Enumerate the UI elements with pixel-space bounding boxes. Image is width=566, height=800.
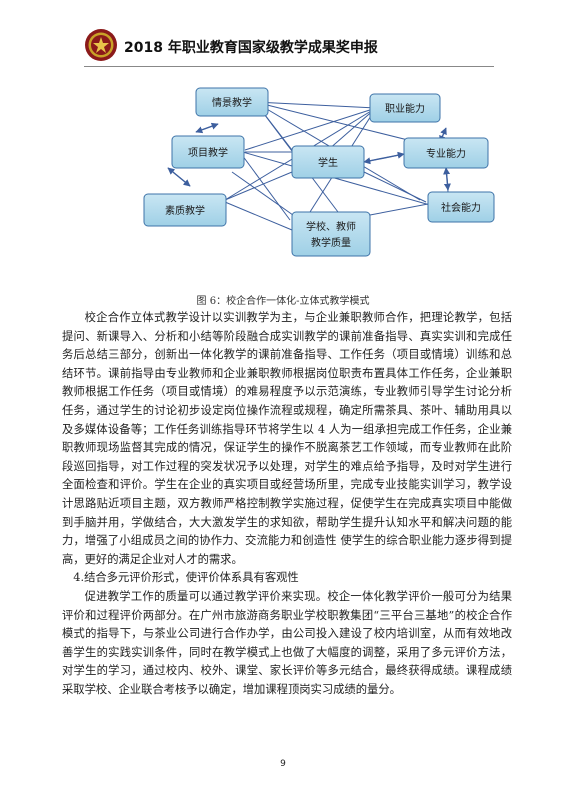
- node-label: 教学质量: [311, 236, 351, 249]
- node-label: 情景教学: [212, 96, 252, 109]
- page-header: 2018 年职业教育国家级教学成果奖申报: [84, 28, 504, 70]
- edge: [231, 171, 301, 221]
- edge: [327, 107, 377, 151]
- node-project-teaching: 项目教学: [171, 135, 245, 169]
- node-quality-teaching: 素质教学: [143, 193, 227, 227]
- body-text: 校企合作立体式教学设计以实训教学为主，与企业兼职教师合作，把理论教学，包括提问、…: [62, 309, 512, 699]
- node-label: 学校、教师: [306, 220, 356, 233]
- node-social-ability: 社会能力: [427, 191, 495, 223]
- node-student: 学生: [291, 145, 365, 179]
- paragraph: 促进教学工作的质量可以通过教学评价来实现。校企一体化教学评价一般可分为结果评价和…: [62, 589, 512, 696]
- diagram-nodes: 情景教学 职业能力 项目教学 学生 专业能力 素质教学: [143, 87, 495, 257]
- node-situational-teaching: 情景教学: [195, 87, 269, 117]
- bidirectional-arrow-icon: [363, 151, 405, 165]
- node-vocational-ability: 职业能力: [369, 93, 441, 123]
- section-heading: 4.结合多元评价形式，使评价体系具有客观性: [73, 571, 299, 585]
- node-label: 素质教学: [165, 204, 205, 217]
- node-school-teacher-quality: 学校、教师 教学质量: [291, 211, 371, 257]
- node-professional-ability: 专业能力: [403, 137, 489, 169]
- header-title: 2018 年职业教育国家级教学成果奖申报: [124, 40, 378, 56]
- node-label: 项目教学: [188, 146, 228, 159]
- node-label: 专业能力: [426, 147, 466, 160]
- edge: [224, 201, 293, 231]
- header-divider: [84, 66, 494, 67]
- edge: [369, 203, 429, 216]
- node-label: 学生: [318, 156, 338, 169]
- school-emblem-icon: [85, 29, 117, 61]
- edge: [224, 171, 293, 201]
- edge: [254, 101, 377, 109]
- bidirectional-arrow-icon: [195, 122, 219, 134]
- bidirectional-arrow-icon: [443, 167, 451, 191]
- edge: [363, 171, 427, 203]
- bidirectional-arrow-icon: [167, 167, 191, 187]
- page-number: 9: [280, 759, 286, 769]
- node-label: 职业能力: [385, 102, 425, 115]
- figure-caption: 图 6：校企合作一体化-立体式教学模式: [196, 296, 370, 307]
- node-label: 社会能力: [441, 201, 481, 214]
- paragraph: 校企合作立体式教学设计以实训教学为主，与企业兼职教师合作，把理论教学，包括提问、…: [62, 311, 512, 566]
- teaching-model-diagram: 情景教学 职业能力 项目教学 学生 专业能力 素质教学: [143, 87, 495, 257]
- edge: [254, 101, 429, 146]
- edge: [244, 107, 377, 151]
